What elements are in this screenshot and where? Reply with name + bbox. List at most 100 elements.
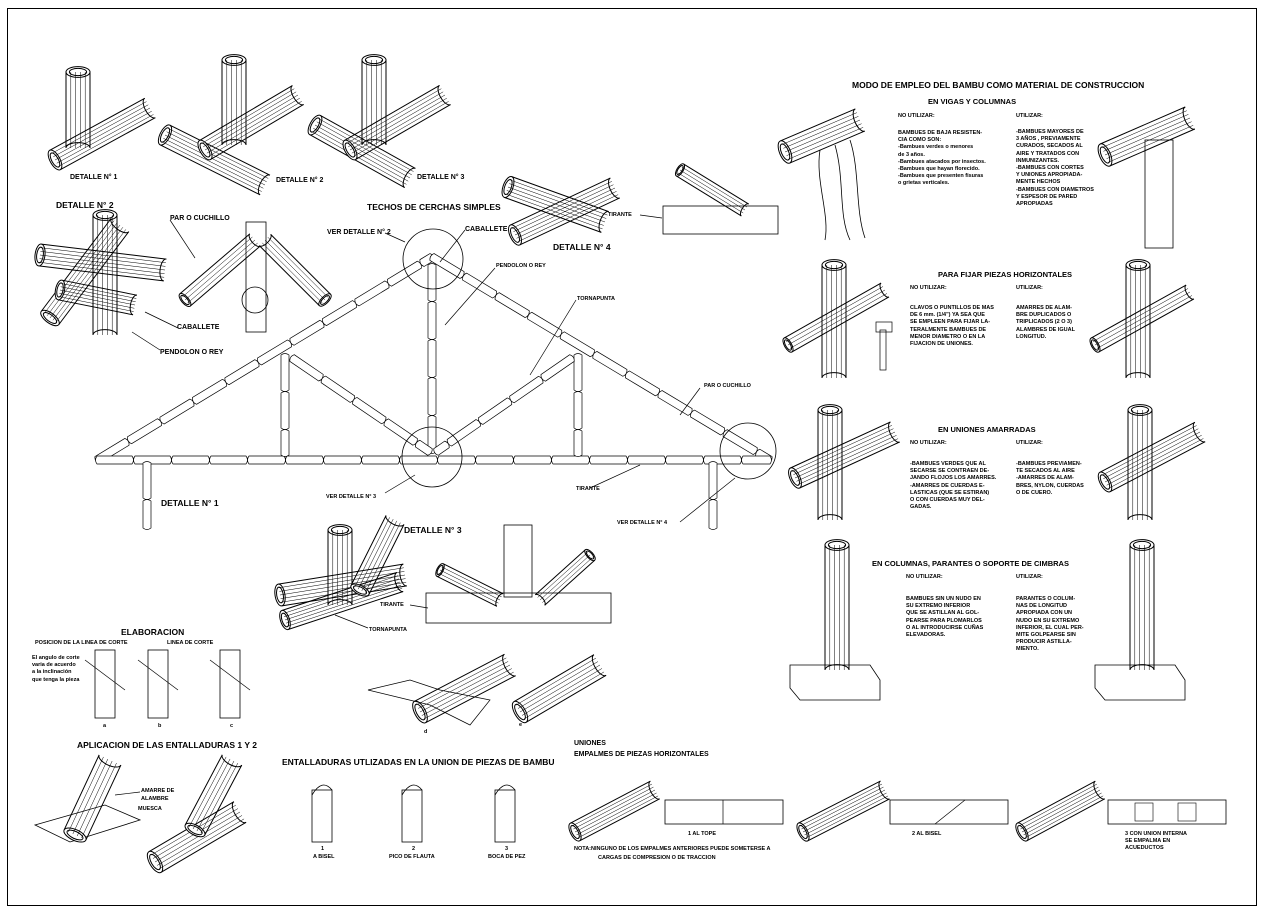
culm-far-end xyxy=(608,177,620,199)
label-amarre-3: MUESCA xyxy=(138,806,162,812)
aplic-brace xyxy=(184,754,243,838)
culm-far-end xyxy=(65,142,91,149)
truss-segment xyxy=(280,429,290,457)
culm-rib xyxy=(517,661,599,709)
angle-note-line-4: que tenga la pieza xyxy=(32,676,80,683)
culm-rib xyxy=(1092,288,1189,342)
section-3-yes-line: MITE GOLPEARSE SIN xyxy=(1016,632,1076,639)
culm-rib xyxy=(439,569,501,601)
truss-segment xyxy=(722,429,758,455)
section-2-yes-line: -AMARRES DE ALAM- xyxy=(1016,475,1074,482)
truss-segment xyxy=(446,419,481,447)
culm-outline xyxy=(783,282,890,353)
truss-segment xyxy=(224,359,260,386)
truss-segment xyxy=(127,418,162,445)
detail2-diag-b xyxy=(197,85,304,161)
culm-rib xyxy=(196,760,235,832)
culm-far-end xyxy=(221,139,247,146)
culm-rib xyxy=(40,251,166,267)
truss-segment xyxy=(478,397,513,425)
culm-rib xyxy=(283,578,400,618)
label-linea-de-corte: LINEA DE CORTE xyxy=(167,640,214,646)
culm-rib xyxy=(505,193,603,230)
section-2-yes-line: O DE CUERO. xyxy=(1016,489,1053,496)
d4-elevation-tie xyxy=(662,205,779,235)
truss-left-rafter xyxy=(94,253,435,464)
truss-tie-beam xyxy=(95,455,772,465)
right-panel-figures xyxy=(777,106,1206,701)
truss-segment xyxy=(427,263,437,302)
d3-elevation-brace-r xyxy=(534,548,596,606)
section-2-no-line: -AMARRES DE CUERDAS E- xyxy=(910,482,985,489)
culm-rib xyxy=(801,786,884,830)
culm-outline xyxy=(1125,265,1151,378)
section-1-no-line: TERALMENTE BAMBUES DE xyxy=(910,326,987,333)
culm-outline xyxy=(1099,421,1206,493)
empalme-1-elev xyxy=(664,799,784,825)
culm-rib xyxy=(511,181,612,229)
culm-rib xyxy=(1103,428,1199,479)
culm-far-end xyxy=(1129,664,1155,671)
top-joint-details xyxy=(34,54,451,351)
leader-tornapunta xyxy=(529,299,577,376)
label-uniones: UNIONES xyxy=(574,740,606,747)
truss-left-brace xyxy=(289,354,433,456)
truss-segment xyxy=(209,455,248,465)
culm-rib xyxy=(81,762,117,839)
d3-horizontal xyxy=(274,563,407,607)
culm-rib xyxy=(799,783,883,827)
culm-outline xyxy=(790,421,900,489)
label-cut-e: e xyxy=(519,722,523,728)
section-2-yes-line: TE SECADOS AL AIRE xyxy=(1016,468,1075,475)
culm-rib xyxy=(421,668,512,716)
leader-ver-detalle-3 xyxy=(384,474,416,494)
truss-segment xyxy=(322,300,357,326)
culm-outline xyxy=(798,780,890,842)
culm-rib xyxy=(441,566,502,598)
detail1-diagonal xyxy=(47,97,156,171)
culm-rib xyxy=(163,138,264,189)
culm-rib xyxy=(264,239,326,301)
d3-elevation-tie xyxy=(425,592,612,624)
label-ent-1: A BISEL xyxy=(313,854,335,860)
culm-rib xyxy=(679,169,746,211)
truss-segment xyxy=(589,455,628,465)
section-0-no-line: BAMBUES DE BAJA RESISTEN- xyxy=(898,130,983,136)
label-elab-b: b xyxy=(158,723,162,729)
leader-tornapunta-d3 xyxy=(334,614,369,629)
label-pendolon-o-rey: PENDOLON O REY xyxy=(160,349,224,356)
section-heading-vigas: EN VIGAS Y COLUMNAS xyxy=(928,97,1017,106)
culm-outline xyxy=(57,279,138,316)
culm-rib xyxy=(353,101,449,157)
truss-segment xyxy=(690,409,726,436)
culm-rib xyxy=(154,811,241,863)
ent-1-tube xyxy=(311,789,333,843)
d4-horizontal xyxy=(501,176,609,233)
culm-rib xyxy=(1101,425,1197,476)
culm-outline xyxy=(780,108,865,164)
section-2-no-line: -BAMBUES VERDES QUE AL xyxy=(910,461,986,467)
culm-rib xyxy=(539,554,591,601)
culm-outline xyxy=(309,114,416,189)
culm-rib xyxy=(438,572,499,604)
culm-far-end xyxy=(385,515,405,527)
label-detalle-1-top: DETALLE N° 1 xyxy=(70,174,118,181)
culm-rib xyxy=(168,128,269,179)
d2-lower xyxy=(54,279,138,316)
culm-outline xyxy=(1129,545,1155,670)
r2-hammer-handle xyxy=(879,329,887,371)
culm-rib xyxy=(61,283,137,299)
culm-bore xyxy=(224,55,244,65)
truss-segment xyxy=(354,280,390,307)
culm-rib xyxy=(518,194,619,242)
culm-rib xyxy=(574,789,656,833)
truss-segment xyxy=(573,353,583,392)
leader-tirante xyxy=(589,464,641,489)
culm-bore xyxy=(187,824,203,836)
culm-rib xyxy=(1106,435,1202,486)
culm-rib xyxy=(349,94,446,151)
culm-rib xyxy=(576,792,657,836)
section-heading-amarradas: EN UNIONES AMARRADAS xyxy=(938,425,1036,434)
truss-segment xyxy=(437,455,476,465)
